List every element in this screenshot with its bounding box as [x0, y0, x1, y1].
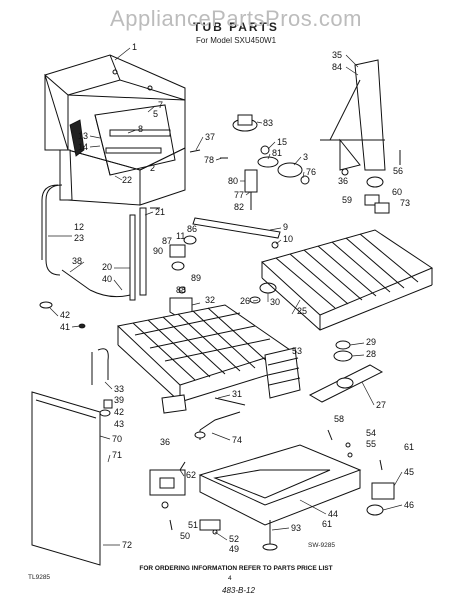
callout-label: 20 — [102, 262, 112, 272]
callout-label: 43 — [114, 419, 124, 429]
callout-label: 84 — [332, 62, 342, 72]
callout-label: 42 — [114, 407, 124, 417]
callout-label: 21 — [155, 207, 165, 217]
callout-label: 88 — [176, 285, 186, 295]
callout-label: 73 — [400, 198, 410, 208]
callout-label: 71 — [112, 450, 122, 460]
upper-rack — [261, 229, 434, 331]
slide-rail — [192, 217, 281, 239]
callout-label: 35 — [332, 50, 342, 60]
callout-label: 29 — [366, 337, 376, 347]
callout-label: 93 — [291, 523, 301, 533]
callout-label: 62 — [186, 470, 196, 480]
callout-label: 53 — [292, 346, 302, 356]
callout-label: 31 — [232, 389, 242, 399]
callout-label: 60 — [392, 187, 402, 197]
callout-label: 46 — [404, 500, 414, 510]
callout-label: 8 — [138, 124, 143, 134]
callout-label: 81 — [272, 148, 282, 158]
callout-label: 26 — [240, 296, 250, 306]
callout-label: 50 — [180, 531, 190, 541]
vertical-bar — [139, 207, 160, 296]
drain-rod — [61, 269, 91, 291]
callout-label: 3 — [303, 152, 308, 162]
base-pan — [198, 444, 362, 506]
drain-tube — [91, 348, 113, 409]
callout-label: 58 — [334, 414, 344, 424]
door-panel — [31, 391, 101, 566]
page-number: 4 — [228, 575, 232, 582]
callout-label: 80 — [228, 176, 238, 186]
cutlery-basket — [264, 347, 301, 399]
tub-cabinet — [44, 54, 186, 206]
callout-label: 55 — [366, 439, 376, 449]
callout-label: 1 — [132, 42, 137, 52]
callout-label: 30 — [270, 297, 280, 307]
callout-label: 44 — [328, 509, 338, 519]
callout-label: 83 — [263, 118, 273, 128]
callout-label: 49 — [229, 544, 239, 554]
rack-frame — [354, 59, 386, 171]
callout-label: 14 — [78, 142, 88, 152]
callout-label: 23 — [74, 233, 84, 243]
callout-label: 25 — [297, 306, 307, 316]
callout-label: 42 — [60, 310, 70, 320]
document-code: TL9285 — [28, 574, 51, 581]
callout-label: 5 — [153, 109, 158, 119]
callout-label: 38 — [72, 256, 82, 266]
callout-label: 27 — [376, 400, 386, 410]
fill-hose — [41, 184, 63, 276]
callout-label: 56 — [393, 166, 403, 176]
callout-label: 61 — [322, 519, 332, 529]
ordering-note: FOR ORDERING INFORMATION REFER TO PARTS … — [139, 565, 333, 572]
callout-labels: 1 7 5 8 13 14 22 2 12 23 21 38 20 40 42 … — [60, 42, 414, 554]
model-subtitle: For Model SXU450W1 — [195, 36, 277, 45]
drawing-code: SW-9285 — [308, 542, 335, 549]
callout-label: 59 — [342, 195, 352, 205]
callout-label: 74 — [232, 435, 242, 445]
watermark: AppliancePartsPros.com — [110, 6, 362, 31]
leader-lines — [48, 47, 403, 546]
wire-harness — [89, 289, 131, 298]
callout-label: 54 — [366, 428, 376, 438]
callout-label: 13 — [78, 131, 88, 141]
callout-label: 41 — [60, 322, 70, 332]
callout-label: 39 — [114, 395, 124, 405]
callout-label: 32 — [205, 295, 215, 305]
callout-label: 78 — [204, 155, 214, 165]
callout-label: 76 — [306, 167, 316, 177]
callout-label: 89 — [191, 273, 201, 283]
callout-label: 10 — [283, 234, 293, 244]
callout-label: 90 — [153, 246, 163, 256]
callout-label: 52 — [229, 534, 239, 544]
callout-label: 86 — [187, 224, 197, 234]
callout-label: 51 — [188, 520, 198, 530]
callout-label: 7 — [158, 100, 163, 110]
callout-label: 15 — [277, 137, 287, 147]
callout-label: 61 — [404, 442, 414, 452]
callout-label: 40 — [102, 274, 112, 284]
callout-label: 28 — [366, 349, 376, 359]
callout-label: 22 — [122, 175, 132, 185]
callout-label: 70 — [112, 434, 122, 444]
callout-label: 12 — [74, 222, 84, 232]
callout-label: 82 — [234, 202, 244, 212]
callout-label: 77 — [234, 190, 244, 200]
callout-label: 36 — [338, 176, 348, 186]
callout-label: 45 — [404, 467, 414, 477]
callout-label: 11 — [176, 231, 185, 241]
callout-label: 2 — [150, 163, 155, 173]
diagram-title: TUB PARTS — [193, 20, 279, 34]
support-bar — [129, 214, 136, 301]
callout-label: 72 — [122, 540, 132, 550]
callout-label: 33 — [114, 384, 124, 394]
lower-rack — [116, 304, 292, 403]
callout-label: 9 — [283, 222, 288, 232]
callout-label: 36 — [160, 437, 170, 447]
handwritten-note: 483-B-12 — [222, 586, 255, 595]
callout-label: 87 — [162, 236, 172, 246]
callout-label: 37 — [205, 132, 215, 142]
